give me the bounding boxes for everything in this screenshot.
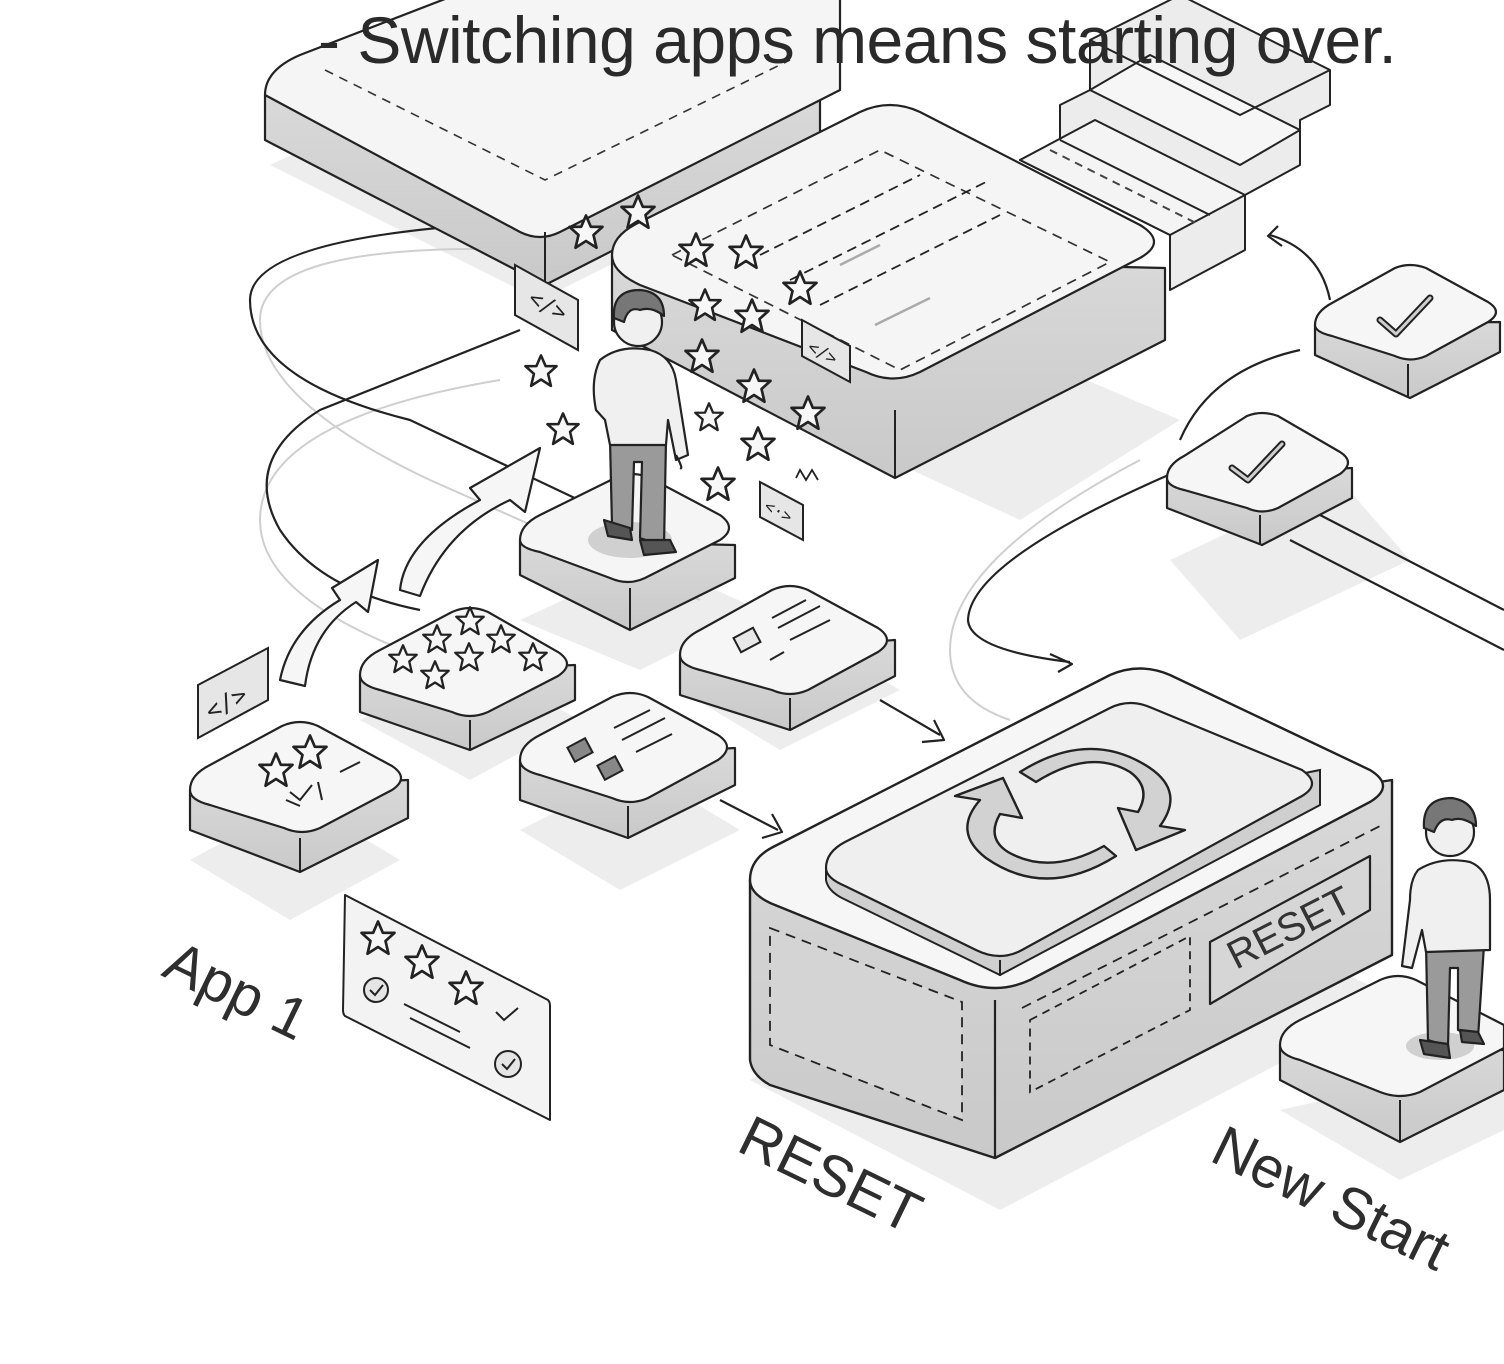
connector-arrowheads: [761, 225, 1283, 840]
checklist-card: [342, 894, 551, 1121]
list-card-2: [518, 691, 737, 840]
app-label: App 1: [154, 928, 319, 1053]
code-icon-2: </>: [801, 318, 851, 384]
check-tile-1: [1313, 263, 1502, 400]
arrow-icon-2: [398, 446, 542, 598]
caption-title: - Switching apps means starting over.: [318, 3, 1397, 77]
sparkle-mark: [795, 468, 819, 482]
list-card-1: [678, 584, 897, 732]
arrow-icon-1: [278, 558, 380, 688]
stairs: [1019, 0, 1331, 291]
reset-machine: [748, 667, 1394, 1160]
top-left-platform: [263, 0, 842, 287]
person-icon-1: [592, 288, 690, 557]
code-icon-3: <·>: [759, 480, 804, 542]
app-card: [188, 720, 410, 874]
check-tile-2: [1165, 411, 1354, 547]
connectors: [248, 218, 1504, 831]
rating-card: [358, 606, 577, 752]
person-icon-2: [1400, 796, 1492, 1060]
code-icon-1: </>: [514, 263, 579, 352]
refresh-icon: [953, 747, 1187, 880]
check-icon-1: [1376, 294, 1434, 338]
code-icon-app: </>: [197, 646, 269, 740]
check-icon-2: [1228, 440, 1286, 484]
